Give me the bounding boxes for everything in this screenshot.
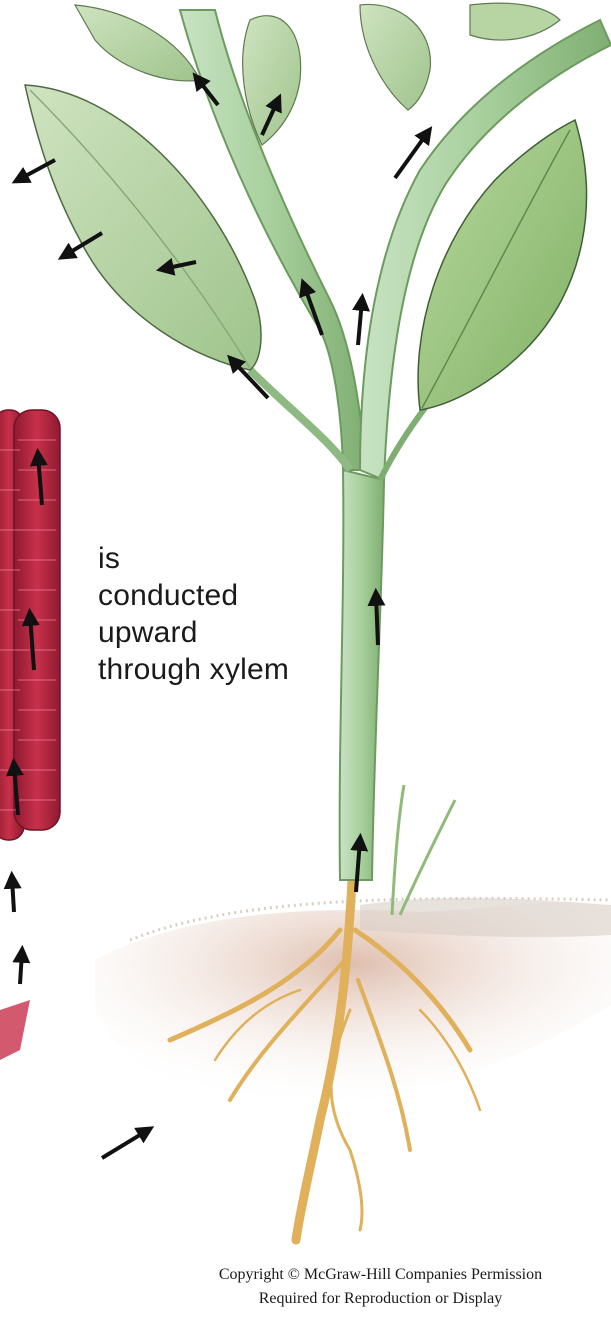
caption-line: through xylem bbox=[98, 651, 318, 688]
leaves bbox=[25, 3, 587, 410]
arrow-icon bbox=[102, 1130, 148, 1158]
diagram-caption: is conducted upward through xylem bbox=[98, 540, 318, 688]
copyright-line: Required for Reproduction or Display bbox=[150, 1287, 611, 1311]
caption-line: is bbox=[98, 540, 318, 577]
grass-blade bbox=[392, 785, 455, 915]
arrow-icon bbox=[12, 878, 14, 912]
arrow-icon bbox=[376, 595, 378, 645]
arrow-icon bbox=[20, 952, 22, 984]
copyright-line: Copyright © McGraw-Hill Companies Permis… bbox=[150, 1263, 611, 1287]
caption-line: conducted bbox=[98, 577, 318, 614]
arrow-icon bbox=[358, 300, 362, 345]
copyright-notice: Copyright © McGraw-Hill Companies Permis… bbox=[150, 1263, 611, 1311]
caption-line: upward bbox=[98, 614, 318, 651]
stem bbox=[340, 470, 384, 880]
xylem-vessels bbox=[0, 410, 60, 1060]
